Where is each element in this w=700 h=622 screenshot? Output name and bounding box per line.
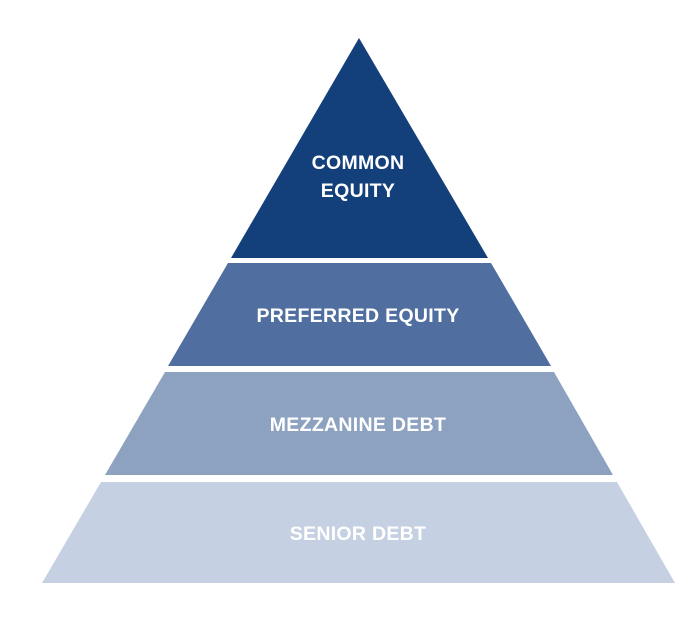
label-senior-debt: SENIOR DEBT	[289, 523, 427, 545]
label-common-equity: COMMON EQUITY	[0, 149, 700, 205]
layer-senior-debt	[42, 482, 675, 583]
label-preferred-equity: PREFERRED EQUITY	[256, 305, 460, 327]
layer-common-equity	[231, 38, 488, 258]
layer-mezzanine-debt	[105, 372, 613, 475]
label-mezzanine-debt: MEZZANINE DEBT	[269, 414, 447, 436]
layer-preferred-equity	[168, 263, 551, 366]
label-line: EQUITY	[320, 180, 396, 202]
label-line: COMMON	[311, 152, 405, 174]
